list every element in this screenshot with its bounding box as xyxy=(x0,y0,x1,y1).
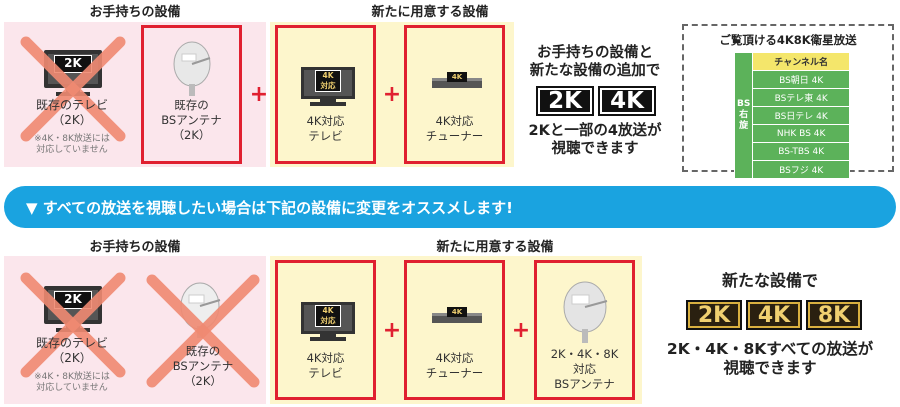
channel-row: NHK BS 4K xyxy=(752,124,850,143)
cross-mark-icon xyxy=(146,274,260,388)
recommendation-text: ▼ すべての放送を視聴したい場合は下記の設備に変更をオススメします! xyxy=(26,198,513,217)
badge-2k: 2K xyxy=(536,86,594,116)
owned-equipment-header: お手持ちの設備 xyxy=(89,5,181,20)
bottom-format-badges: 2K 4K 8K xyxy=(686,300,862,330)
bottom-summary-title: 新たな設備で xyxy=(721,271,818,290)
top-summary: お手持ちの設備と 新たな設備の追加で xyxy=(520,44,670,80)
top-summary-result: 2Kと一部の4放送が 視聴できます xyxy=(520,122,670,158)
badge-4k: 4K xyxy=(746,300,802,330)
new-tuner-label: 4K対応 チューナー xyxy=(425,351,484,380)
summary-line-1: お手持ちの設備と xyxy=(537,45,653,61)
plus-sign: + xyxy=(382,318,402,343)
summary-line-2: 2K・4K・8Kすべての放送が xyxy=(666,340,874,358)
new-tv-card: 4K 対応 4K対応 テレビ xyxy=(275,260,376,400)
cross-mark-icon xyxy=(20,272,126,378)
owned-equipment-panel: 2K 既存のテレビ （2K） ※4K・8K放送には 対応していません 既存の B… xyxy=(4,256,266,404)
badge-2k: 2K xyxy=(686,300,742,330)
plus-sign: + xyxy=(382,82,402,107)
owned-tv-item: 2K 既存のテレビ （2K） ※4K・8K放送には 対応していません xyxy=(4,256,140,404)
badge-4k: 4K xyxy=(598,86,656,116)
owned-equipment-panel: 2K 既存のテレビ （2K） ※4K・8K放送には 対応していません 既存の B… xyxy=(4,22,266,167)
summary-line-3: 2Kと一部の4放送が xyxy=(528,123,662,139)
new-tuner-card: 4K 4K対応 チューナー xyxy=(404,25,505,164)
tv-4k-badge: 4K 対応 xyxy=(315,305,341,327)
new-tuner-label: 4K対応 チューナー xyxy=(425,114,484,143)
satellite-dish-icon xyxy=(173,41,211,96)
owned-equipment-header: お手持ちの設備 xyxy=(89,240,181,255)
new-tv-card: 4K 対応 4K対応 テレビ xyxy=(275,25,376,164)
owned-antenna-label: 既存の BSアンテナ （2K） xyxy=(172,344,234,388)
new-tuner-card: 4K 4K対応 チューナー xyxy=(404,260,505,400)
channel-row: BS-TBS 4K xyxy=(752,142,850,161)
new-antenna-card: 2K・4K・8K 対応 BSアンテナ xyxy=(534,260,635,400)
channel-row: BS日テレ 4K xyxy=(752,106,850,125)
summary-line-3: 視聴できます xyxy=(723,359,817,377)
channel-row: BS朝日 4K xyxy=(752,70,850,89)
plus-sign: + xyxy=(511,318,531,343)
owned-antenna-item: 既存の BSアンテナ （2K） xyxy=(140,256,266,404)
bs-side-label: BS 右旋 xyxy=(733,52,754,179)
summary-line-2: 新たな設備の追加で xyxy=(529,63,661,79)
bottom-summary-result: 2K・4K・8Kすべての放送が 視聴できます xyxy=(650,340,890,378)
channel-row: BSテレ東 4K xyxy=(752,88,850,107)
satellite-dish-icon xyxy=(563,281,608,343)
channel-column-header: チャンネル名 xyxy=(752,52,850,71)
new-equipment-header: 新たに用意する設備 xyxy=(371,5,489,20)
owned-antenna-label: 既存の BSアンテナ （2K） xyxy=(161,98,222,142)
owned-antenna-card: 既存の BSアンテナ （2K） xyxy=(141,25,242,164)
new-equipment-panel: 4K 対応 4K対応 テレビ + 4K 4K対応 チューナー + 2K・4K・8… xyxy=(270,256,642,404)
new-tv-label: 4K対応 テレビ xyxy=(306,114,345,143)
new-antenna-label: 2K・4K・8K 対応 BSアンテナ xyxy=(550,347,619,391)
plus-sign: + xyxy=(249,82,269,107)
badge-8k: 8K xyxy=(806,300,862,330)
owned-tv-label: 既存のテレビ （2K） xyxy=(35,98,108,127)
summary-line-4: 視聴できます xyxy=(551,141,639,157)
owned-tv-label: 既存のテレビ （2K） xyxy=(35,336,108,365)
tv-2k-badge: 2K xyxy=(54,291,92,309)
new-equipment-panel: 4K 対応 4K対応 テレビ + 4K 4K対応 チューナー xyxy=(270,22,514,167)
cross-mark-icon xyxy=(20,36,126,142)
owned-tv-note: ※4K・8K放送には 対応していません xyxy=(34,372,110,393)
top-format-badges: 2K 4K xyxy=(536,86,656,116)
owned-tv-note: ※4K・8K放送には 対応していません xyxy=(34,134,110,155)
recommendation-banner: ▼ すべての放送を視聴したい場合は下記の設備に変更をオススメします! xyxy=(4,186,896,228)
tv-2k-badge: 2K xyxy=(54,55,92,73)
channels-table: BS 右旋 チャンネル名 BS朝日 4K BSテレ東 4K BS日テレ 4K N… xyxy=(733,52,850,179)
tv-4k-badge: 4K 対応 xyxy=(315,70,341,92)
owned-tv-item: 2K 既存のテレビ （2K） ※4K・8K放送には 対応していません xyxy=(4,22,140,167)
channel-row: BSフジ 4K xyxy=(752,160,850,179)
tuner-4k-badge: 4K xyxy=(447,72,467,82)
new-tv-label: 4K対応 テレビ xyxy=(306,351,345,380)
channels-title: ご覧頂ける4K8K衛星放送 xyxy=(719,33,857,47)
new-equipment-header: 新たに用意する設備 xyxy=(436,240,554,255)
available-channels-box: ご覧頂ける4K8K衛星放送 BS 右旋 チャンネル名 BS朝日 4K BSテレ東… xyxy=(682,24,894,179)
tuner-4k-badge: 4K xyxy=(447,307,467,317)
